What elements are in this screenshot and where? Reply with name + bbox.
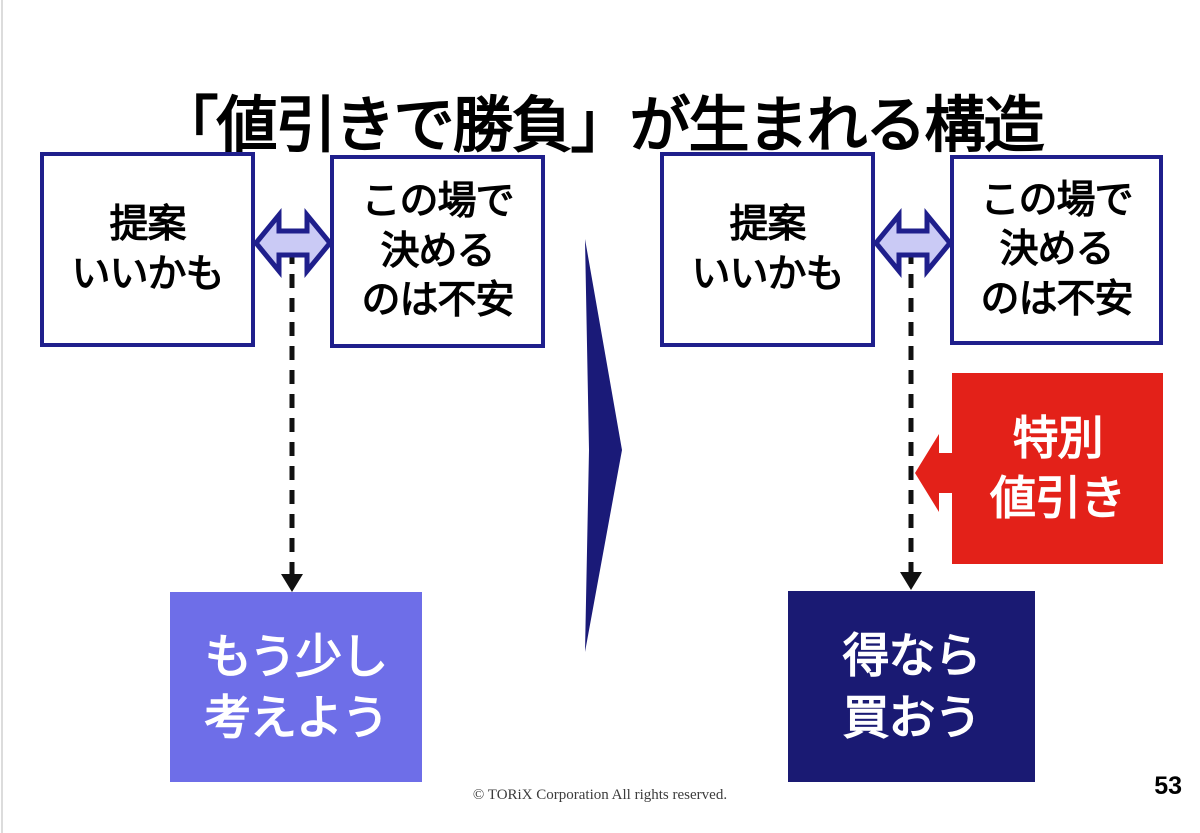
proposal-box-left: 提案 いいかも [40, 152, 255, 347]
slide-left-edge-line [1, 0, 3, 833]
page-title: 「値引きで勝負」が生まれる構造 [157, 90, 1044, 159]
discount-arrow-icon [915, 434, 954, 512]
dashed-down-arrow-left-icon [281, 250, 303, 592]
copyright-text: © TORiX Corporation All rights reserved. [472, 787, 728, 803]
proposal-box-right: 提案 いいかも [660, 152, 875, 347]
transition-arrow-icon [585, 239, 622, 652]
double-arrow-right-icon [872, 208, 954, 278]
special-discount-box: 特別 値引き [952, 373, 1163, 564]
dashed-down-arrow-right-icon [900, 250, 922, 590]
outcome-buy-box: 得なら 買おう [788, 591, 1035, 782]
double-arrow-left-icon [252, 208, 334, 278]
page-number: 53 [1154, 772, 1182, 800]
outcome-think-box: もう少し 考えよう [170, 592, 422, 782]
anxiety-box-left: この場で 決める のは不安 [330, 155, 545, 348]
anxiety-box-right: この場で 決める のは不安 [950, 155, 1163, 345]
